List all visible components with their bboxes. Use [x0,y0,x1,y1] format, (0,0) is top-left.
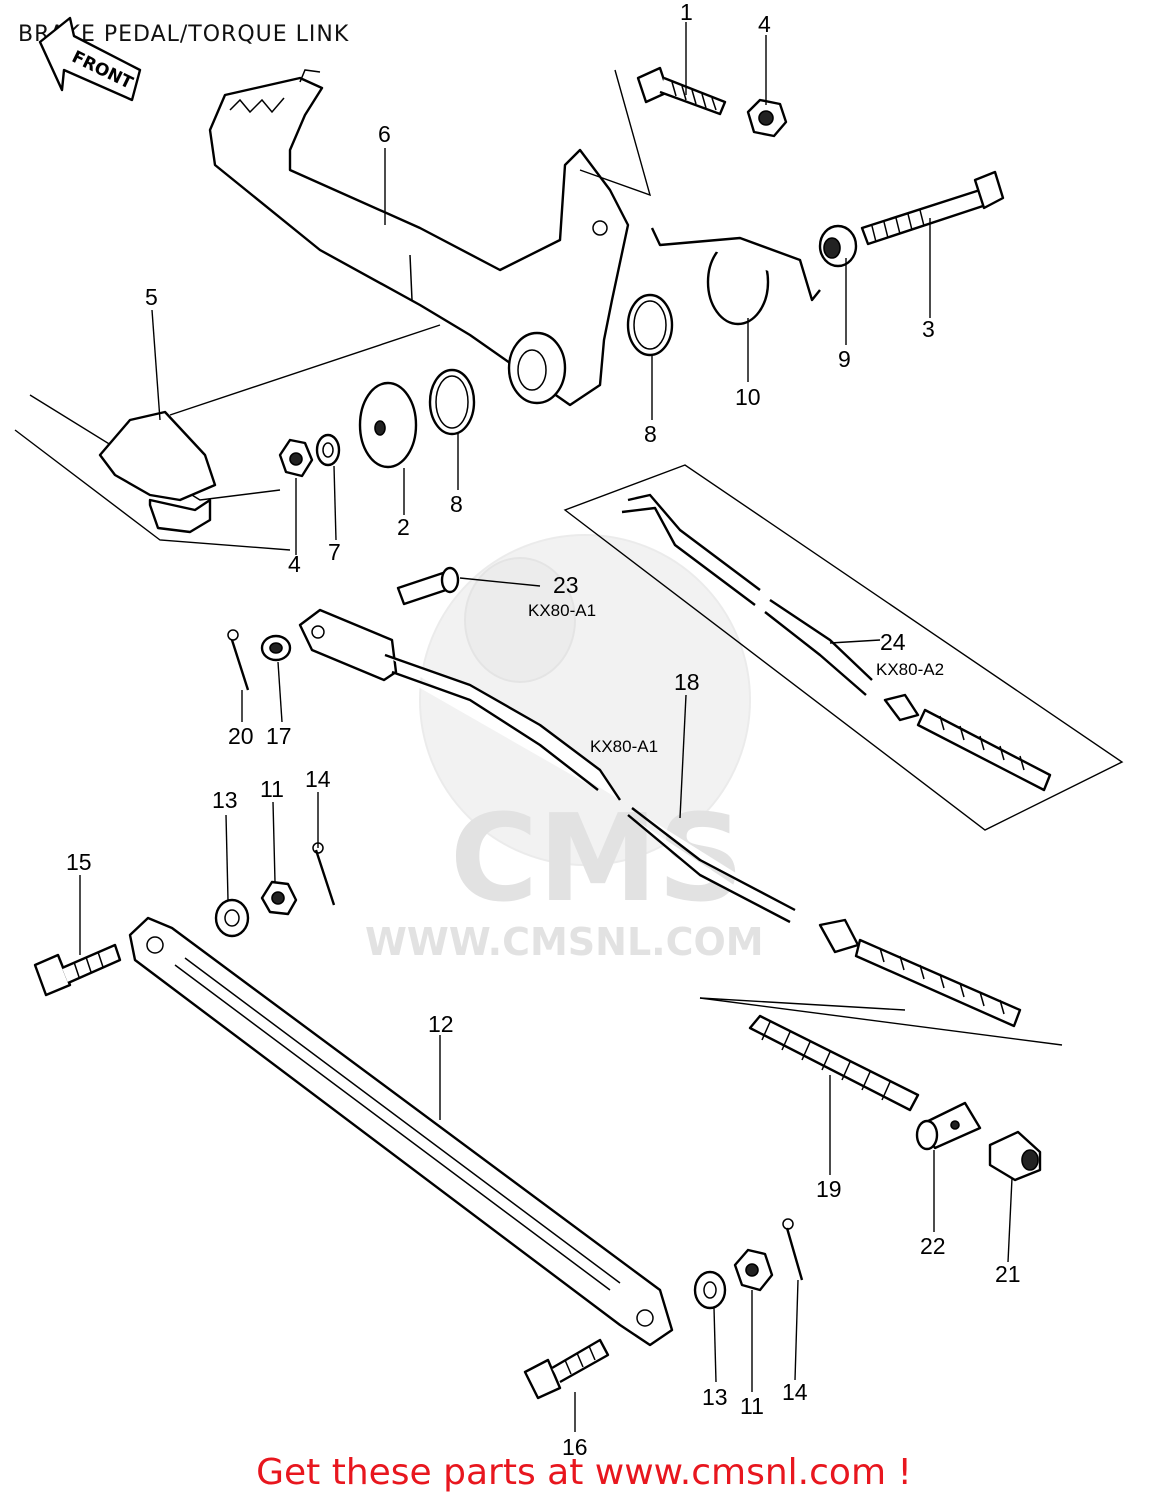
washer-part-17 [260,634,292,662]
callout-1: 1 [680,0,693,25]
footer-promo-link[interactable]: Get these parts at www.cmsnl.com ! [256,1452,912,1493]
callout-labels: 1 4 6 3 9 10 8 5 8 2 7 4 23 KX80-A1 24 K… [66,0,1021,1460]
nut-part-4-lower [278,438,314,478]
washer-part-13-upper [214,898,250,938]
callout-7: 7 [328,539,341,565]
return-spring-part-10 [650,227,821,326]
callout-13: 13 [702,1384,728,1410]
leader-lines [79,22,1013,1432]
callout-8: 8 [450,491,463,517]
callout-2: 2 [397,514,410,540]
callout-6: 6 [378,121,391,147]
variant-label-18: KX80-A1 [590,737,658,756]
callout-3: 3 [922,316,935,342]
washer-part-8-upper [626,293,674,357]
cmsnl-watermark: CMS WWW.CMSNL.COM [365,534,764,964]
adjuster-nut-part-21 [988,1130,1042,1182]
callout-5: 5 [145,284,158,310]
alignment-line [579,69,652,197]
callout-9: 9 [838,346,851,372]
cotter-pin-part-14-lower [782,1218,804,1281]
variant-label-23: KX80-A1 [528,601,596,620]
pedal-tip-part-5 [14,324,441,551]
callout-12: 12 [428,1011,454,1037]
callout-21: 21 [995,1261,1021,1287]
variant-label-24: KX80-A2 [876,660,944,679]
callout-8: 8 [644,421,657,447]
callout-4: 4 [758,11,771,37]
front-arrow-icon: FRONT [38,16,142,102]
bolt-part-1 [636,66,727,116]
cotter-pin-part-20 [227,629,250,691]
callout-20: 20 [228,723,254,749]
torque-link-part-12 [128,916,674,1347]
brake-pedal-part [208,69,630,407]
collar-part-9 [818,224,858,268]
callout-14: 14 [782,1379,808,1405]
brake-spring-part-19 [699,997,1063,1112]
callout-22: 22 [920,1233,946,1259]
bolt-part-16 [523,1338,610,1400]
callout-15: 15 [66,849,92,875]
nut-part-11-lower [733,1248,774,1292]
callout-4: 4 [288,551,301,577]
bolt-part-15 [33,943,122,997]
spacer-part-2 [358,381,418,469]
pivot-bolt-part-3 [860,170,1005,246]
callout-23: 23 [553,572,579,598]
callout-16: 16 [562,1434,588,1460]
callout-11: 11 [260,776,284,802]
nut-part-4-top [746,98,788,138]
callout-13: 13 [212,787,238,813]
callout-11: 11 [740,1393,764,1419]
callout-10: 10 [735,384,761,410]
washer-part-13-lower [693,1270,727,1310]
callout-24: 24 [880,629,906,655]
washer-part-8-lower [428,368,476,436]
joint-part-22 [915,1101,982,1151]
callout-18: 18 [674,669,700,695]
callout-19: 19 [816,1176,842,1202]
brake-rod-part-24-variant [563,464,1124,831]
callout-14: 14 [305,766,331,792]
washer-part-7 [315,433,341,467]
brake-rod-part-18 [298,608,1022,1028]
clevis-pin-part-23 [396,566,460,606]
nut-part-11-upper [260,880,298,916]
cotter-pin-part-14-upper [312,842,336,906]
callout-17: 17 [266,723,292,749]
watermark-url: WWW.CMSNL.COM [365,920,764,964]
